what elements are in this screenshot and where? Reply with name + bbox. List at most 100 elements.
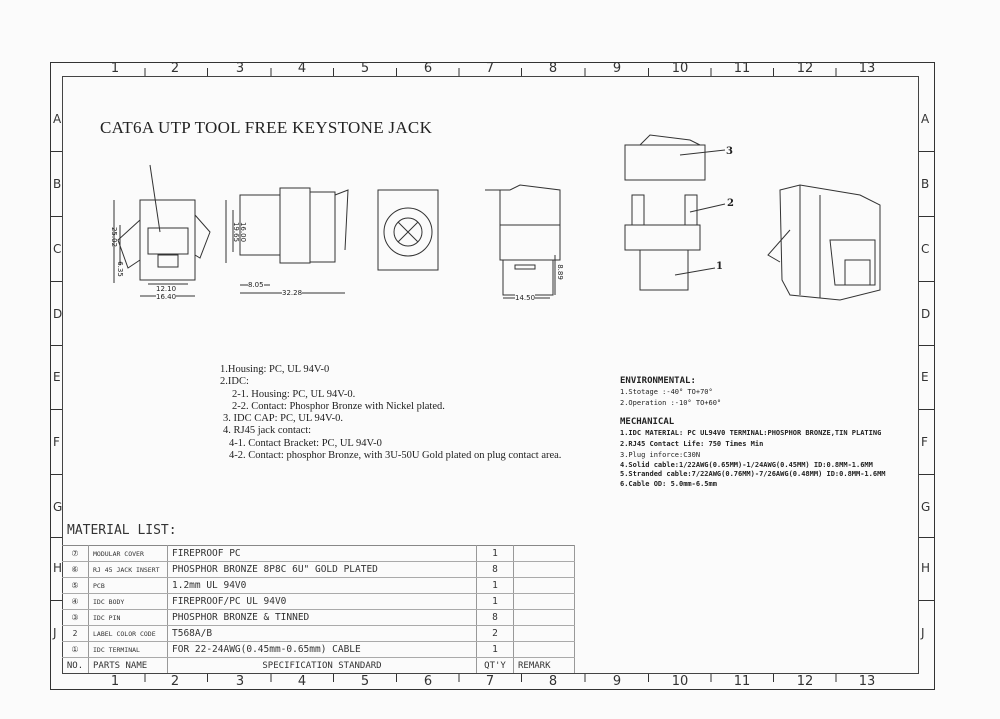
cell-spec: PHOSPHOR BRONZE 8P8C 6U" GOLD PLATED xyxy=(167,561,477,578)
column-number: 13 xyxy=(858,61,876,76)
dim-rear-width: 14.50 xyxy=(515,294,536,302)
column-number: 3 xyxy=(235,674,245,689)
cell-name: MODULAR COVER xyxy=(88,545,168,562)
spec-item: 2.RJ45 Contact Life: 750 Times Min xyxy=(620,440,764,448)
row-letter: C xyxy=(921,242,930,256)
row-letter: J xyxy=(53,626,57,640)
column-number: 1 xyxy=(110,61,120,76)
note: 2-2. Contact: Phosphor Bronze with Nicke… xyxy=(232,400,445,412)
isometric-view-drawing xyxy=(767,184,881,301)
row-letter: E xyxy=(53,370,61,384)
cell-name: PCB xyxy=(88,577,168,594)
column-number: 12 xyxy=(796,674,814,689)
spec-item: 2.Operation :-10° TO+60° xyxy=(620,399,722,407)
header-parts-name: PARTS NAME xyxy=(88,657,168,673)
front-view-drawing xyxy=(113,164,211,297)
column-number: 4 xyxy=(297,674,307,689)
dim-rear-height: 8.89 xyxy=(555,264,564,280)
note: 2.IDC: xyxy=(220,376,249,388)
cell-no: ⑥ xyxy=(62,561,89,578)
row-letter: G xyxy=(53,500,63,514)
column-number: 8 xyxy=(548,674,558,689)
note: 4-1. Contact Bracket: PC, UL 94V-0 xyxy=(229,437,382,449)
column-number: 12 xyxy=(796,61,814,76)
cell-remark xyxy=(513,625,575,642)
note: 4-2. Contact: phosphor Bronze, with 3U-5… xyxy=(229,450,562,462)
spec-item: 1.IDC MATERIAL: PC UL94V0 TERMINAL:PHOSP… xyxy=(620,429,882,437)
dim-front-width: 16.40 xyxy=(156,293,177,301)
cell-qty: 1 xyxy=(476,641,514,658)
note: 1.Housing: PC, UL 94V-0 xyxy=(220,364,330,375)
column-number: 4 xyxy=(297,61,307,76)
column-number: 13 xyxy=(858,674,876,689)
cell-spec: T568A/B xyxy=(167,625,477,642)
cell-qty: 1 xyxy=(476,545,514,562)
row-letter: G xyxy=(921,500,931,514)
column-number: 9 xyxy=(612,674,622,689)
cell-no: ① xyxy=(62,641,89,658)
cell-spec: 1.2mm UL 94V0 xyxy=(167,577,477,594)
column-number: 7 xyxy=(485,674,495,689)
header-no: NO. xyxy=(62,657,89,673)
material-notes: 1.Housing: PC, UL 94V-0 2.IDC: 2-1. Hous… xyxy=(220,364,561,462)
note: 3. IDC CAP: PC, UL 94V-0. xyxy=(223,413,343,425)
side-view-drawing xyxy=(225,187,349,294)
row-letter: H xyxy=(921,561,931,575)
column-number: 1 xyxy=(110,674,120,689)
column-number: 7 xyxy=(485,61,495,76)
row-letter: B xyxy=(921,177,930,191)
column-number: 11 xyxy=(733,674,751,689)
column-number: 5 xyxy=(360,674,370,689)
spec-block: ENVIRONMENTAL: 1.Stotage :-40° TO+70° 2.… xyxy=(620,376,886,490)
cell-no: ⑤ xyxy=(62,577,89,594)
row-letter: F xyxy=(921,435,928,449)
row-letter: B xyxy=(53,177,62,191)
cell-remark xyxy=(513,641,575,658)
column-number: 10 xyxy=(671,674,689,689)
end-view-drawing xyxy=(377,189,439,271)
cell-spec: PHOSPHOR BRONZE & TINNED xyxy=(167,609,477,626)
column-number: 6 xyxy=(423,674,433,689)
exploded-view-drawing xyxy=(624,134,726,291)
dim-side-inner: 16.00 xyxy=(239,221,248,243)
row-letter: E xyxy=(921,370,929,384)
drawing-border xyxy=(62,76,919,674)
callout-3: 3 xyxy=(726,146,733,157)
cell-remark xyxy=(513,561,575,578)
cell-remark xyxy=(513,545,575,562)
cell-spec: FOR 22-24AWG(0.45mm-0.65mm) CABLE xyxy=(167,641,477,658)
cell-remark xyxy=(513,593,575,610)
column-number: 2 xyxy=(170,674,180,689)
row-letter: A xyxy=(53,112,62,126)
spec-item: 5.Stranded cable:7/22AWG(0.76MM)-7/26AWG… xyxy=(620,470,886,478)
cell-remark xyxy=(513,609,575,626)
column-number: 3 xyxy=(235,61,245,76)
cell-spec: FIREPROOF PC xyxy=(167,545,477,562)
column-number: 5 xyxy=(360,61,370,76)
cell-name: RJ 45 JACK INSERT xyxy=(88,561,168,578)
row-letter: J xyxy=(921,626,925,640)
row-letter: H xyxy=(53,561,63,575)
rear-view-drawing xyxy=(485,184,561,299)
cell-name: LABEL COLOR CODE xyxy=(88,625,168,642)
dim-front-inner-width: 12.10 xyxy=(156,285,177,293)
column-number: 2 xyxy=(170,61,180,76)
row-letter: A xyxy=(921,112,930,126)
cell-no: ③ xyxy=(62,609,89,626)
spec-item: 1.Stotage :-40° TO+70° xyxy=(620,388,713,396)
spec-item: 4.Solid cable:1/22AWG(0.65MM)-1/24AWG(0.… xyxy=(620,461,873,469)
cell-name: IDC BODY xyxy=(88,593,168,610)
cell-qty: 1 xyxy=(476,577,514,594)
spec-item: 3.Plug inforce:C30N xyxy=(620,451,701,459)
callout-2: 2 xyxy=(727,198,734,209)
cell-qty: 8 xyxy=(476,609,514,626)
dim-side-offset: 8.05 xyxy=(248,281,264,289)
dim-front-lower: 6.35 xyxy=(115,261,124,277)
